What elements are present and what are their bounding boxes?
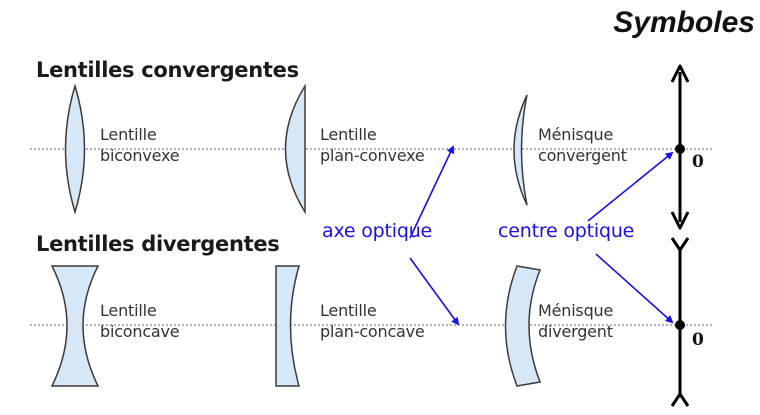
- biconvex-label-line1: Lentille: [100, 125, 157, 144]
- convergent-meniscus-label-line2: convergent: [538, 146, 627, 165]
- biconcave-label-line1: Lentille: [100, 301, 157, 320]
- convergent-lens-symbol: [670, 64, 690, 230]
- optical-axis-annotation: axe optique: [322, 220, 433, 242]
- convergent-meniscus-lens: [513, 94, 528, 206]
- divergent-optical-center-dot: [675, 320, 685, 330]
- plano-concave-label-line2: plan-concave: [320, 322, 425, 341]
- convergent-heading: Lentilles convergentes: [36, 58, 299, 82]
- divergent-lens-symbol: [670, 237, 690, 407]
- plano-convex-label: Lentille plan-convexe: [320, 124, 425, 166]
- divergent-meniscus-label-line2: divergent: [538, 322, 613, 341]
- optical-center-annotation: centre optique: [498, 220, 635, 242]
- biconvex-lens: [64, 83, 86, 215]
- biconcave-lens: [50, 265, 100, 387]
- symbols-title: Symboles: [613, 6, 755, 39]
- center-arrow-up: [587, 151, 674, 222]
- convergent-meniscus-label-line1: Ménisque: [538, 125, 614, 144]
- biconvex-label-line2: biconvexe: [100, 146, 180, 165]
- divergent-center-label: 0: [692, 330, 704, 350]
- divergent-meniscus-label: Ménisque divergent: [538, 300, 613, 342]
- divergent-heading: Lentilles divergentes: [36, 232, 280, 256]
- biconvex-label: Lentille biconvexe: [100, 124, 180, 166]
- divergent-meniscus-label-line1: Ménisque: [538, 301, 614, 320]
- convergent-meniscus-label: Ménisque convergent: [538, 124, 627, 166]
- biconcave-label-line2: biconcave: [100, 322, 180, 341]
- convergent-center-label: 0: [692, 152, 704, 172]
- plano-concave-lens: [275, 265, 300, 387]
- plano-convex-label-line1: Lentille: [320, 125, 377, 144]
- plano-concave-label-line1: Lentille: [320, 301, 377, 320]
- divergent-meniscus-lens: [504, 265, 542, 387]
- convergent-optical-center-dot: [675, 144, 685, 154]
- plano-convex-lens: [284, 83, 306, 215]
- plano-concave-label: Lentille plan-concave: [320, 300, 425, 342]
- axis-arrow-down: [409, 257, 460, 326]
- plano-convex-label-line2: plan-convexe: [320, 146, 425, 165]
- center-arrow-down: [595, 253, 674, 324]
- biconcave-label: Lentille biconcave: [100, 300, 180, 342]
- axis-arrow-up: [409, 145, 455, 239]
